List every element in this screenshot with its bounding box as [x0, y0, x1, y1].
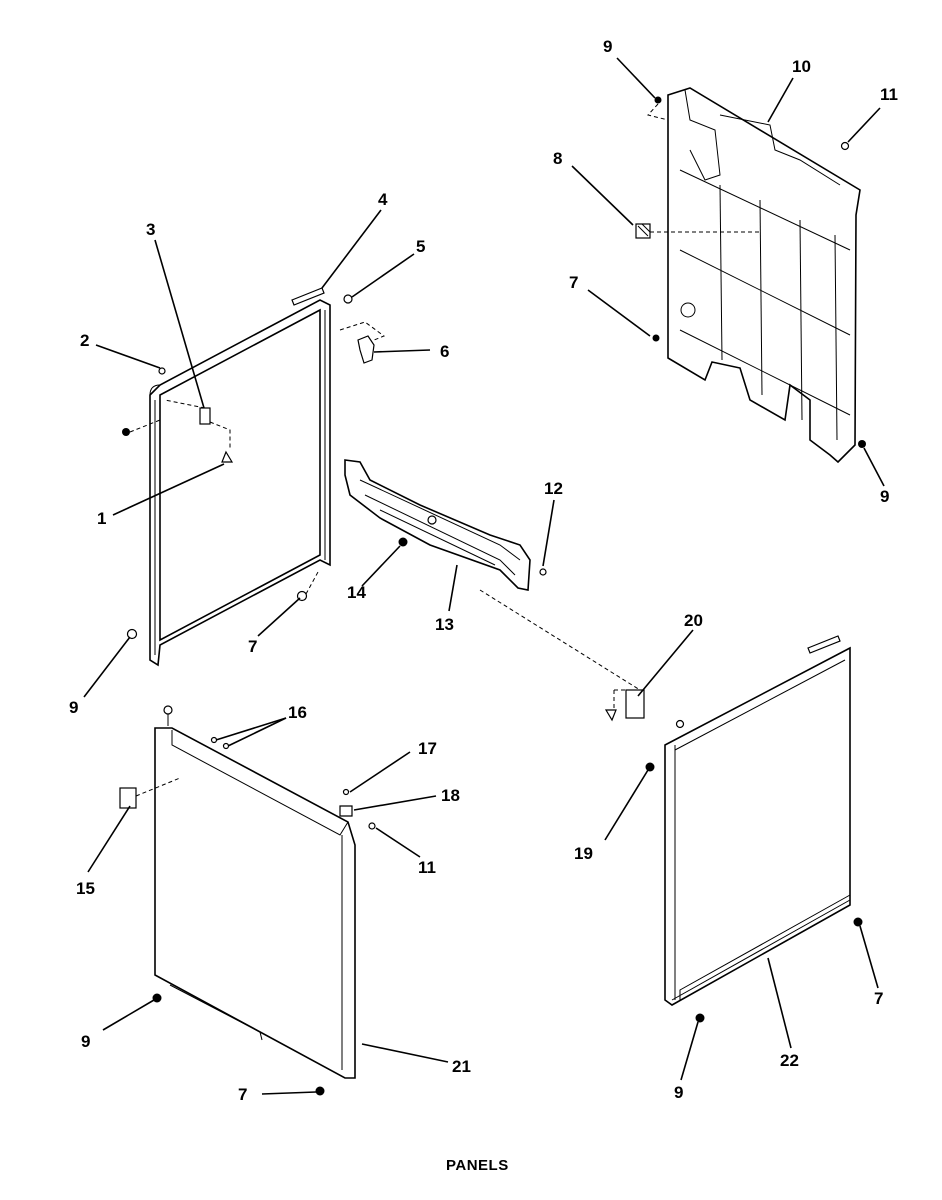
- callout-7-front: 7: [238, 1085, 247, 1104]
- right-side-panel: [604, 635, 863, 1023]
- callout-12: 12: [544, 479, 563, 498]
- callout-13: 13: [435, 615, 454, 634]
- diagram-caption: PANELS: [446, 1157, 509, 1174]
- callout-19: 19: [574, 844, 593, 863]
- callout-4: 4: [378, 190, 388, 209]
- callout-20: 20: [684, 611, 703, 630]
- callout-9-rear: 9: [880, 487, 889, 506]
- callout-7-side: 7: [874, 989, 883, 1008]
- leader-lines: [83, 57, 885, 1095]
- callout-18: 18: [441, 786, 460, 805]
- callout-17: 17: [418, 739, 437, 758]
- side-frame-hardware: [122, 287, 386, 640]
- callout-3: 3: [146, 220, 155, 239]
- callout-2: 2: [80, 331, 89, 350]
- rear-panel: [667, 87, 861, 464]
- callouts: 9 10 11 8 7 9 4 3 5 2 6 1 12 14 7 13 9 2…: [69, 37, 898, 1104]
- hinge-part-6: [357, 335, 375, 364]
- callout-11-front: 11: [418, 858, 436, 877]
- callout-10: 10: [792, 57, 811, 76]
- front-panel: [119, 705, 376, 1096]
- rear-panel-hardware: [635, 96, 866, 448]
- callout-7-rear: 7: [569, 273, 578, 292]
- callout-9-front: 9: [81, 1032, 90, 1051]
- callout-6: 6: [440, 342, 449, 361]
- callout-7-frame: 7: [248, 637, 257, 656]
- callout-9-frame: 9: [69, 698, 78, 717]
- callout-22: 22: [780, 1051, 799, 1070]
- callout-11-top: 11: [880, 85, 898, 104]
- callout-9-top: 9: [603, 37, 612, 56]
- callout-14: 14: [347, 583, 366, 602]
- screw-part-4: [291, 287, 325, 306]
- callout-16: 16: [288, 703, 307, 722]
- callout-21: 21: [452, 1057, 471, 1076]
- callout-1: 1: [97, 509, 106, 528]
- callout-8: 8: [553, 149, 562, 168]
- cross-brace: [344, 459, 641, 691]
- side-frame: [149, 299, 331, 667]
- callout-15: 15: [76, 879, 95, 898]
- callout-9-side: 9: [674, 1083, 683, 1102]
- callout-5: 5: [416, 237, 425, 256]
